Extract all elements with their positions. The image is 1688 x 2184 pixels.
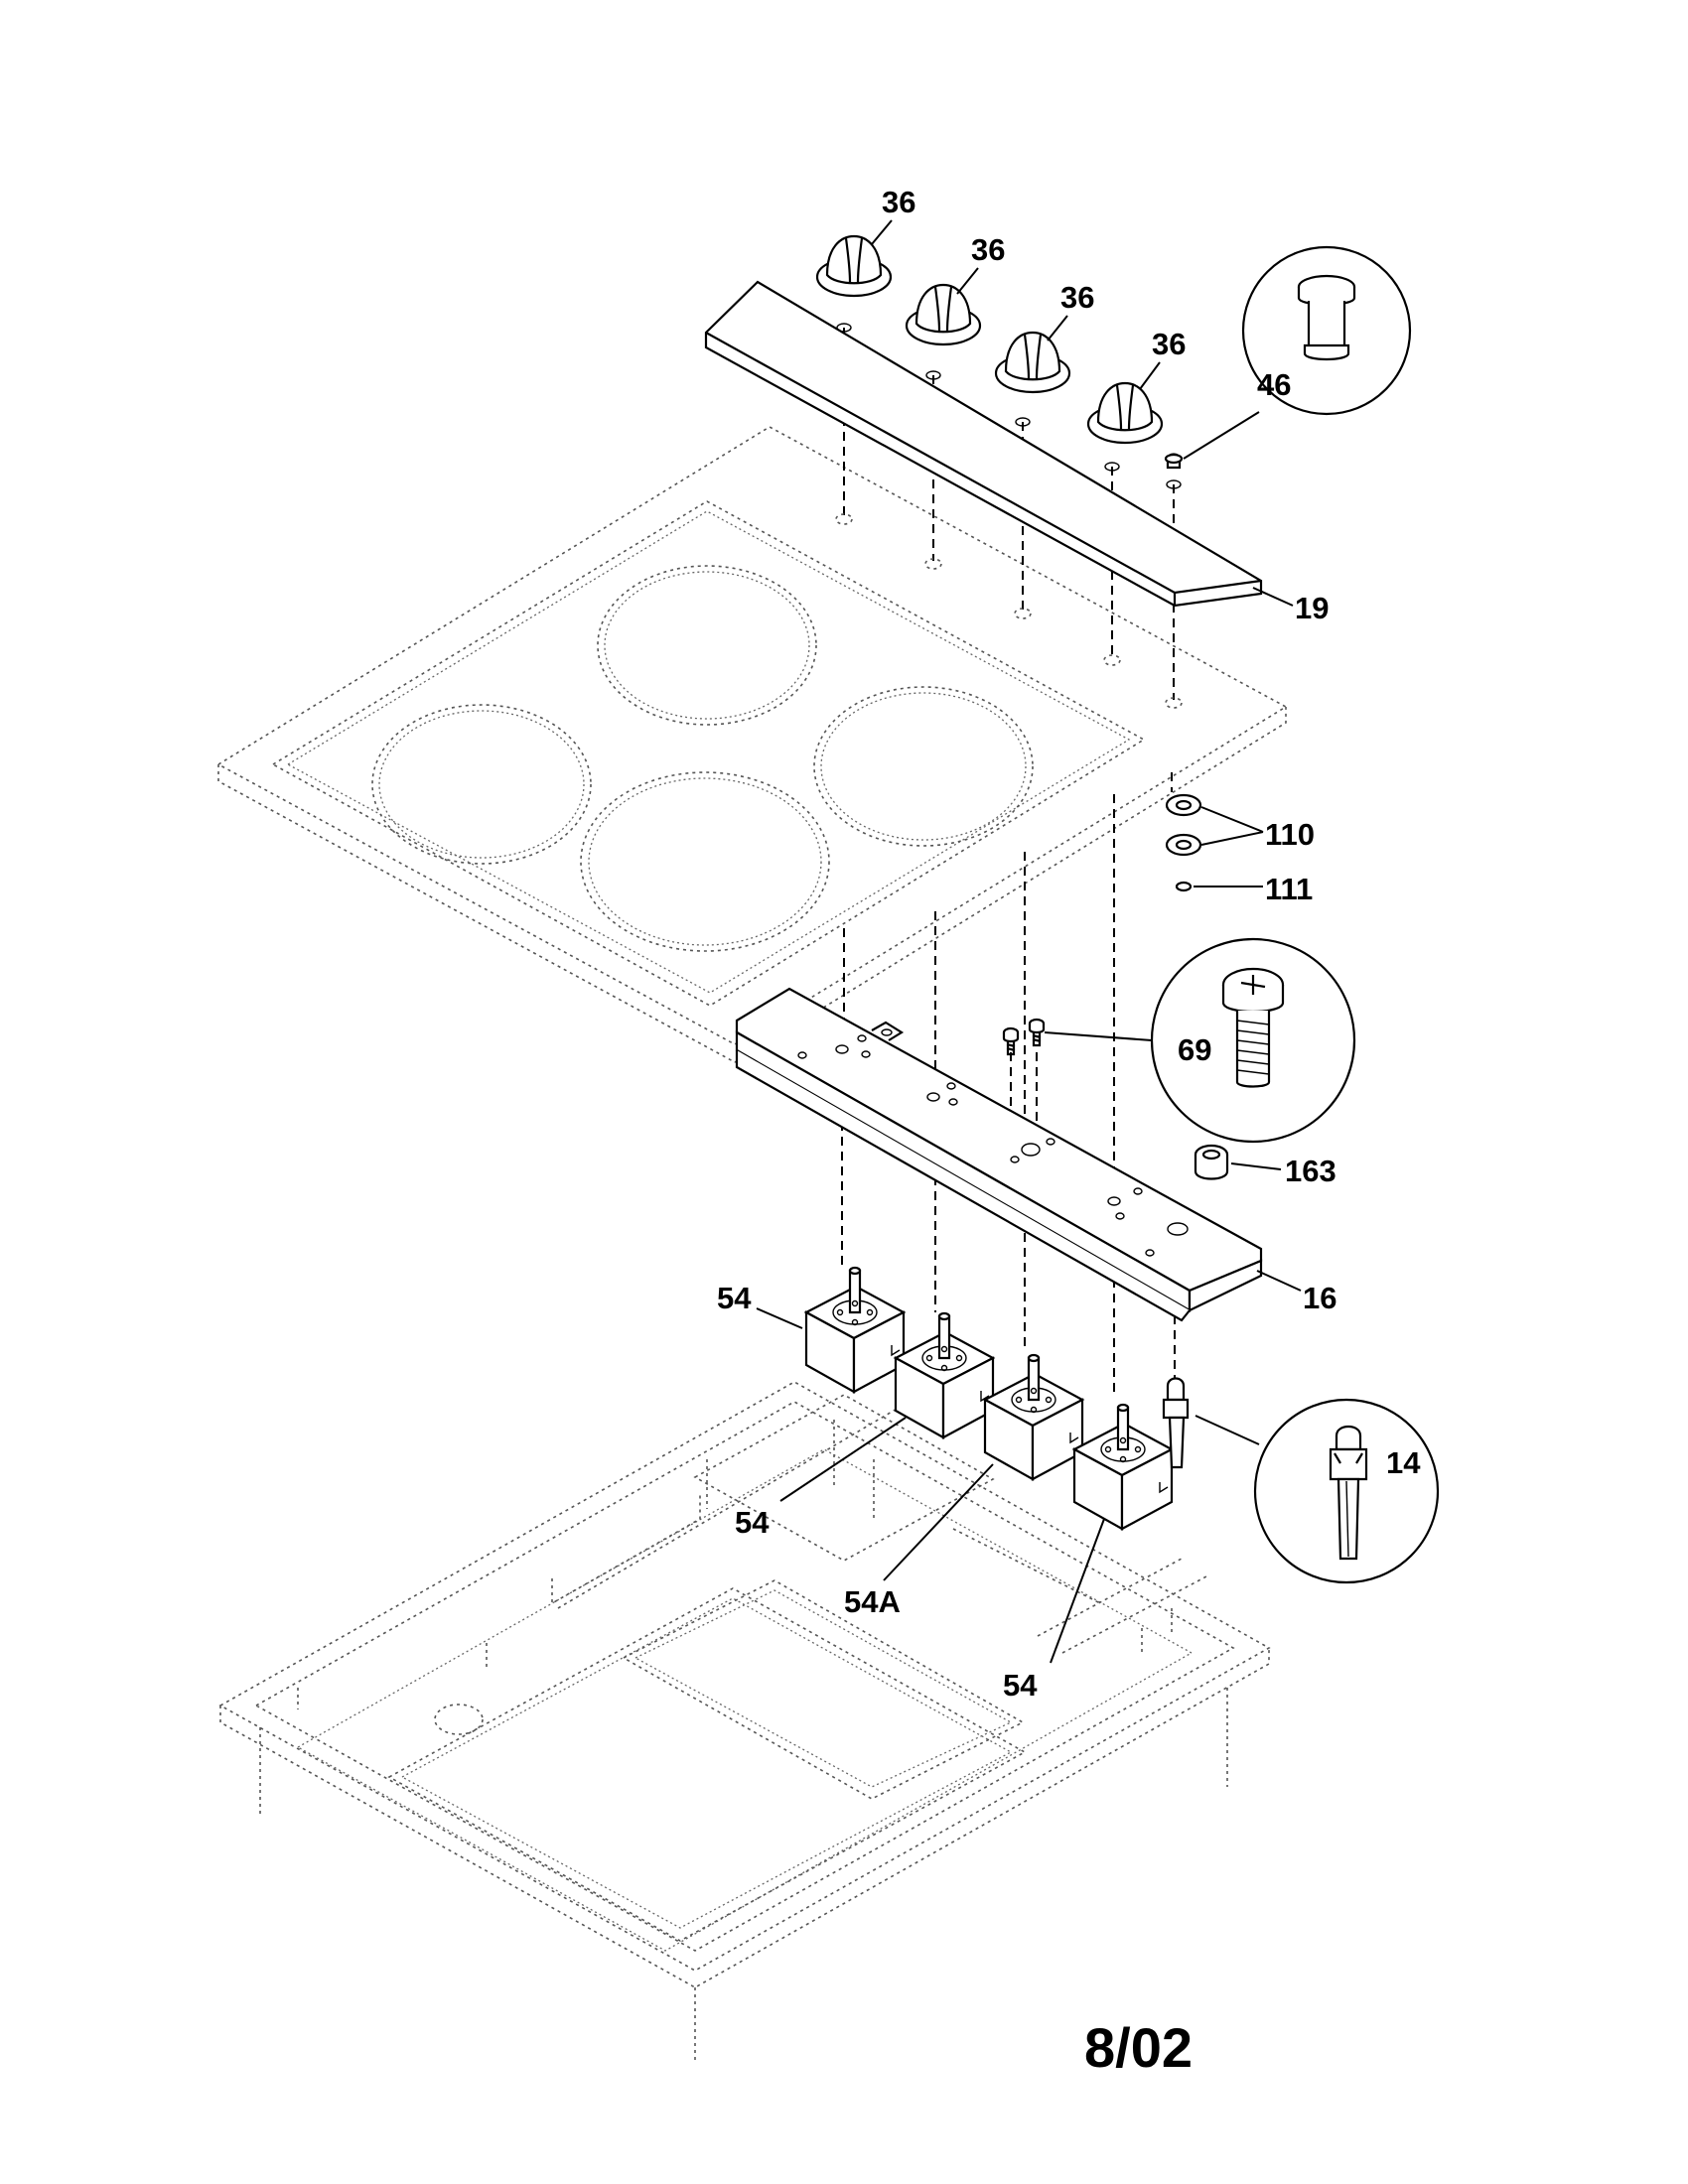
callout-switch-left: 54: [735, 1505, 770, 1540]
screw-69-detail: [1044, 937, 1356, 1144]
switch-54-right: [1050, 1403, 1175, 1664]
knob-36-b: [905, 283, 982, 346]
washer-110-top: [1165, 793, 1202, 817]
callout-screw-69: 69: [1178, 1032, 1211, 1067]
callout-switch-right: 54: [1003, 1668, 1038, 1703]
callout-knob-1: 36: [882, 185, 915, 219]
plug-46: [1164, 245, 1412, 470]
panel-19-leader: [1252, 587, 1294, 607]
control-bracket-16: [735, 987, 1302, 1322]
glass-knob-holes: [835, 513, 1183, 709]
knob-callout-leaders: [871, 219, 1161, 390]
bushing-163: [1194, 1144, 1282, 1180]
knob-36-d: [1086, 381, 1164, 445]
switch-54-top-left: [756, 1266, 907, 1394]
callout-bushing-163: 163: [1285, 1154, 1336, 1188]
screw-69-right: [1028, 1018, 1046, 1047]
callout-labels: 36 36 36 36 46 19 110 111 69 163 16 54 5…: [717, 185, 1421, 1703]
washer-110-bottom: [1165, 833, 1202, 857]
callout-knob-4: 36: [1152, 327, 1186, 361]
cooktop-chassis-box: [218, 1381, 1271, 2060]
switch-54a: [883, 1353, 1085, 1581]
callout-washer-111: 111: [1265, 872, 1313, 906]
callout-panel-19: 19: [1295, 591, 1329, 625]
callout-switch-54a: 54A: [844, 1584, 901, 1619]
date-code: 8/02: [1084, 2016, 1193, 2079]
cooktop-glass-top: [216, 426, 1288, 1063]
callout-knob-2: 36: [971, 232, 1005, 267]
callout-switch-top-left: 54: [717, 1281, 752, 1315]
callout-washer-110: 110: [1265, 817, 1315, 852]
knob-36-c: [994, 331, 1071, 394]
callout-plug-46: 46: [1257, 367, 1291, 402]
switch-54-left: [779, 1311, 996, 1502]
control-panel-19: [704, 280, 1263, 608]
washer-callout-leaders: [1194, 806, 1264, 887]
screw-69-left: [1002, 1026, 1020, 1056]
callout-bracket-16: 16: [1303, 1281, 1336, 1315]
callout-knob-3: 36: [1060, 280, 1094, 315]
washer-111: [1175, 881, 1193, 892]
knob-36-a: [815, 234, 893, 298]
callout-lamp-14: 14: [1386, 1445, 1421, 1480]
lamp-14: [1162, 1377, 1440, 1584]
